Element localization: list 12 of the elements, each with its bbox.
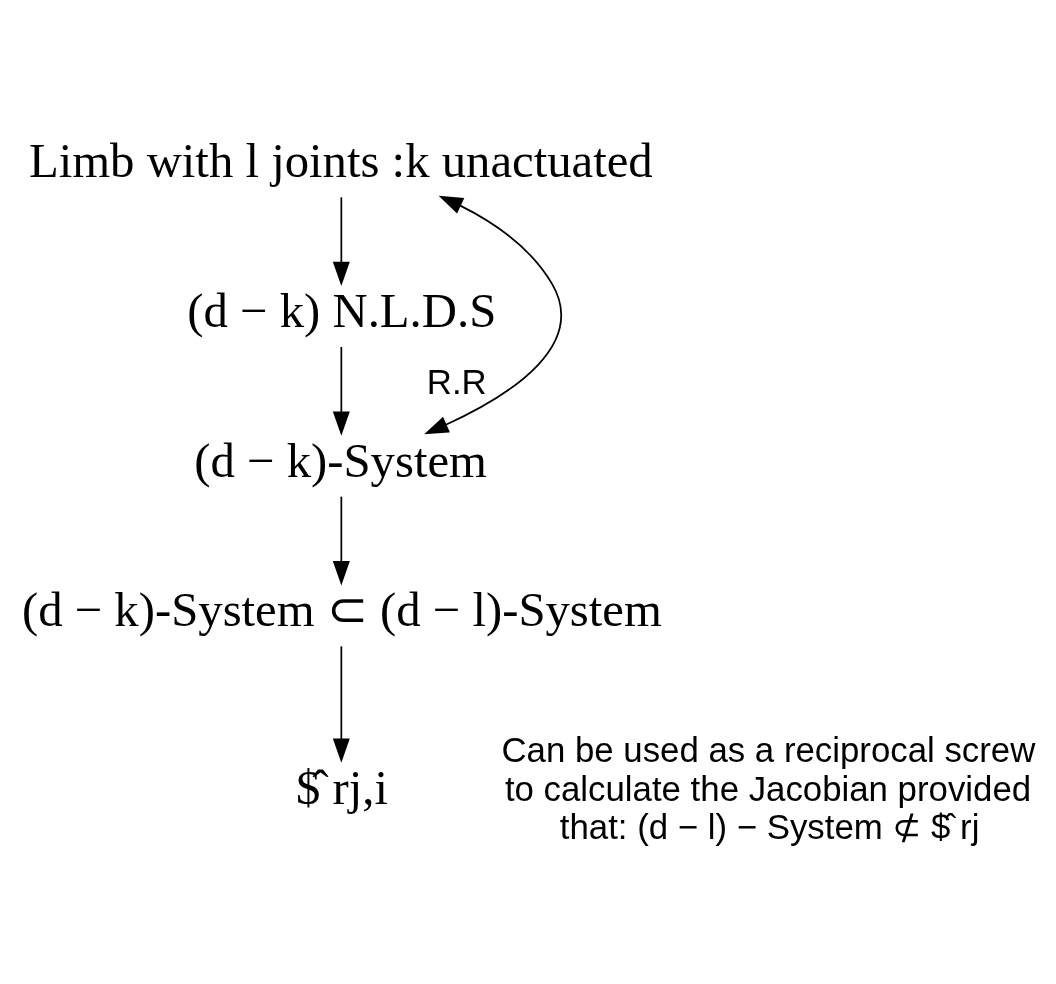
node-text: (d − k)-System ⊂ (d − l)-System (21, 582, 662, 637)
arrow (332, 345, 350, 436)
arrow (332, 495, 350, 585)
node-text: Limb with l joints :k unactuated (28, 133, 653, 188)
edge-label: R.R (426, 361, 487, 401)
arrow (332, 195, 350, 286)
label: Can be used as a reciprocal screw to calculate the Jacobian provided that: (d − l) − System ⊄ $̂ rj (501, 729, 1036, 846)
node-text: (d − k) N.L.D.S (187, 283, 497, 338)
arrow (424, 195, 562, 434)
arrow (332, 645, 350, 763)
node-text: (d − k)-System (194, 433, 487, 488)
node-text: $̂ rj,i (296, 760, 389, 815)
